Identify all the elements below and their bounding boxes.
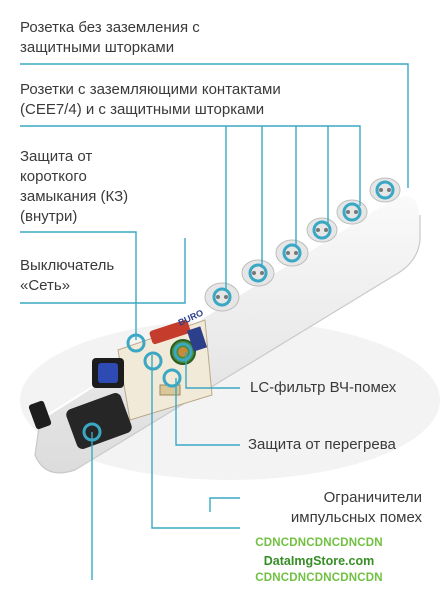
label-line: импульсных помех bbox=[290, 509, 422, 526]
outlet-socket bbox=[204, 282, 240, 312]
label-outlet-no-ground: Розетка без заземления с защитными шторк… bbox=[20, 18, 200, 58]
callout-lines bbox=[20, 63, 409, 580]
callout-marker bbox=[248, 263, 268, 283]
label-short-circuit: Защита от короткого замыкания (КЗ) (внут… bbox=[20, 147, 128, 227]
callout-marker bbox=[312, 220, 332, 240]
outlet-socket bbox=[306, 217, 338, 243]
outlet-socket bbox=[369, 177, 401, 203]
label-outlets-grounded: Розетки с заземляющими контактами (CEE7/… bbox=[20, 80, 281, 120]
callout-marker bbox=[212, 287, 232, 307]
label-lc-filter: LC-фильтр ВЧ-помех bbox=[250, 379, 397, 396]
power-switch bbox=[92, 358, 124, 388]
power-cord bbox=[28, 393, 132, 449]
label-line: Розетки с заземляющими контактами bbox=[20, 81, 281, 98]
label-line: «Сеть» bbox=[20, 277, 71, 294]
label-line: защитными шторками bbox=[20, 39, 175, 56]
callout-marker bbox=[82, 422, 102, 442]
label-overheat: Защита от перегрева bbox=[248, 436, 396, 453]
label-line: Выключатель bbox=[20, 257, 115, 274]
callout-marker bbox=[375, 180, 395, 200]
label-line: (CEE7/4) и с защитными шторками bbox=[20, 101, 265, 118]
watermark: CDNCDNCDNCDNCDN DataImgStore.com CDNCDNC… bbox=[230, 535, 408, 597]
callout-marker bbox=[126, 333, 146, 353]
label-surge-limiter: Ограничители импульсных помех bbox=[262, 488, 422, 528]
label-line: Розетка без заземления с bbox=[20, 19, 200, 36]
watermark-line: DataImgStore.com bbox=[263, 554, 375, 568]
label-line: короткого bbox=[20, 168, 87, 185]
callout-marker bbox=[173, 342, 193, 362]
label-switch: Выключатель «Сеть» bbox=[20, 256, 114, 296]
watermark-line: CDNCDNCDNCDNCDN bbox=[255, 572, 383, 584]
label-line: (внутри) bbox=[20, 208, 78, 225]
label-line: замыкания (КЗ) bbox=[20, 188, 129, 205]
callout-marker bbox=[342, 202, 362, 222]
outlet-socket bbox=[275, 239, 309, 267]
outlet-socket bbox=[241, 259, 275, 287]
watermark-line: CDNCDNCDNCDNCDN bbox=[255, 537, 383, 549]
callout-marker bbox=[162, 368, 182, 388]
label-line: Защита от bbox=[20, 148, 93, 165]
label-line: Ограничители bbox=[323, 489, 422, 506]
callout-marker bbox=[282, 243, 302, 263]
outlet-sockets bbox=[204, 177, 401, 312]
callout-markers bbox=[82, 180, 395, 442]
callout-marker bbox=[143, 351, 163, 371]
